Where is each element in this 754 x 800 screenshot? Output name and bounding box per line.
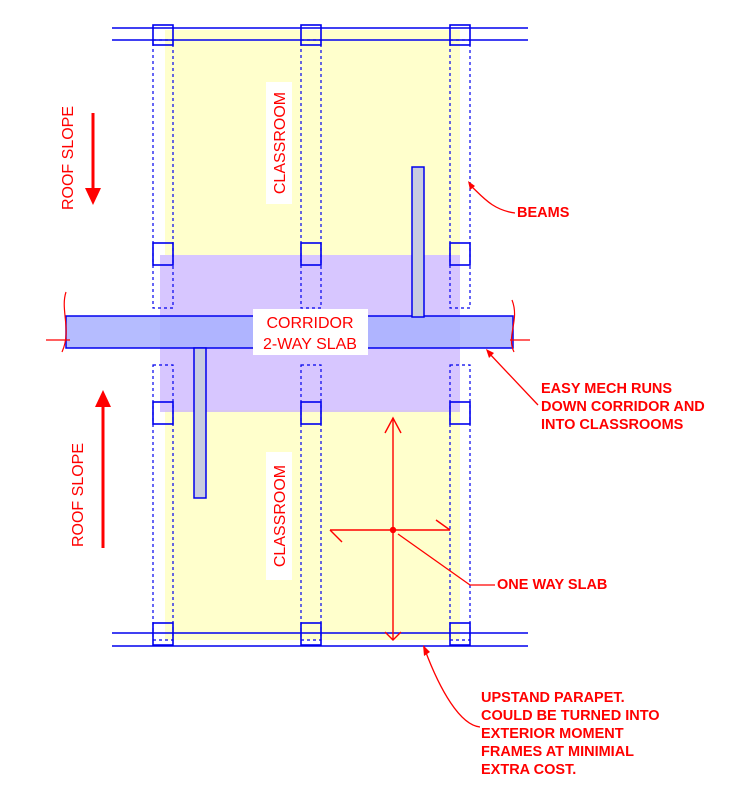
roof-slope-bottom-label: ROOF SLOPE	[70, 443, 87, 547]
column	[449, 24, 471, 46]
column	[449, 401, 471, 425]
beam-right-bottom	[449, 364, 471, 641]
branch-duct-bottom	[193, 347, 207, 499]
parapet-annotation: UPSTAND PARAPET. COULD BE TURNED INTO EX…	[481, 689, 660, 779]
beams	[152, 39, 471, 641]
beam-left-bottom	[152, 364, 174, 641]
classroom-bottom-zone	[165, 410, 460, 640]
parapet-line: COULD BE TURNED INTO	[481, 708, 660, 724]
parapet-line: UPSTAND PARAPET.	[481, 690, 625, 706]
corridor-label-box	[253, 309, 368, 355]
leader-lines	[397, 181, 539, 728]
column	[152, 24, 174, 46]
beams-leader-arrow-icon	[468, 181, 475, 190]
one-way-slab-annotation: ONE WAY SLAB	[497, 577, 608, 593]
mech-runs-line: EASY MECH RUNS	[541, 381, 673, 397]
parapet-line: FRAMES AT MINIMIAL	[481, 744, 635, 760]
column	[300, 401, 322, 425]
one-way-leader	[397, 533, 495, 586]
classroom-bottom-label-box	[266, 452, 292, 580]
column	[300, 24, 322, 46]
mech-runs-line: INTO CLASSROOMS	[541, 417, 684, 433]
branch-duct-top	[411, 166, 425, 318]
classroom-top-zone	[165, 30, 460, 255]
beams-leader	[469, 184, 516, 214]
parapet-leader	[424, 649, 481, 728]
classroom-top-label-box	[266, 82, 292, 204]
parapet-lines	[112, 27, 528, 647]
column	[449, 622, 471, 646]
corridor-label-line1: CORRIDOR	[266, 315, 353, 332]
mech-leader-arrow-icon	[486, 349, 494, 358]
break-marks	[46, 291, 530, 353]
beam-mid-bottom	[300, 364, 322, 641]
classroom-top-label: CLASSROOM	[272, 92, 289, 194]
parapet-line: EXTRA COST.	[481, 762, 577, 778]
column	[152, 242, 174, 266]
classroom-bottom-label: CLASSROOM	[272, 465, 289, 567]
roof-slope-arrow-down-icon	[85, 113, 101, 205]
corridor-label-line2: 2-WAY SLAB	[263, 336, 357, 353]
beams-annotation: BEAMS	[517, 205, 570, 221]
column	[449, 242, 471, 266]
column	[152, 622, 174, 646]
parapet-line: EXTERIOR MOMENT	[481, 726, 624, 742]
mech-runs-annotation: EASY MECH RUNS DOWN CORRIDOR AND INTO CL…	[541, 380, 705, 434]
mech-runs-line: DOWN CORRIDOR AND	[541, 399, 705, 415]
roof-slope-arrow-up-icon	[95, 390, 111, 548]
one-way-slab-symbol	[329, 416, 451, 641]
column	[300, 242, 322, 266]
parapet-leader-arrow-icon	[423, 645, 430, 656]
roof-slope-top-label: ROOF SLOPE	[60, 106, 77, 210]
column	[300, 622, 322, 646]
columns	[152, 24, 471, 646]
mech-leader	[487, 351, 539, 406]
column	[152, 401, 174, 425]
